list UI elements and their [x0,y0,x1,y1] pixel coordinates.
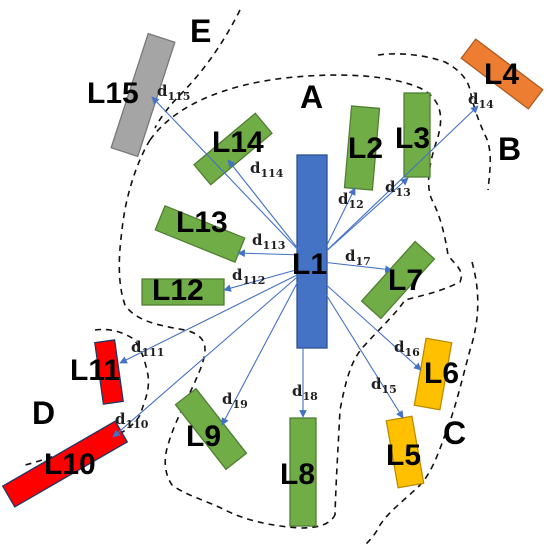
link-label-L5: L5 [386,439,421,472]
link-L4-shape [460,38,544,110]
distance-label-d115: d115 [157,82,190,103]
link-label-L6: L6 [424,357,459,390]
link-label-L9: L9 [186,420,221,453]
connector-d113 [237,249,304,258]
connector-d112 [223,267,304,292]
distance-label-d111: d111 [131,338,164,359]
link-label-L1: L1 [292,248,327,281]
link-L9-shape [174,387,248,471]
distance-label-d13: d13 [385,178,411,199]
connector-d13 [321,177,409,256]
link-label-L7: L7 [388,264,423,297]
region-label-A: A [300,79,323,115]
distance-label-d14: d14 [468,90,494,111]
distance-label-d114: d114 [250,159,284,180]
connector-d14 [321,105,479,256]
connector-d114 [227,159,304,256]
region-label-D: D [32,395,55,431]
connector-d15 [311,271,404,419]
link-label-L4: L4 [484,58,519,91]
distance-label-d16: d16 [394,338,420,359]
boundary-region-A-left [118,139,336,529]
connector-d115 [151,96,304,256]
link-label-L3: L3 [395,122,430,155]
distance-label-d110: d110 [115,410,149,431]
link-labels: L1 L2 L3 L4 L5 L6 L7 L8 L9 L10 L11 L12 L… [44,58,519,491]
region-label-C: C [443,415,466,451]
link-L12-shape [141,278,225,306]
region-labels: A B C D E [32,13,521,451]
connector-d111 [119,271,304,364]
connector-d17 [321,261,393,274]
link-label-L13: L13 [176,206,228,239]
link-L11-shape [94,339,124,405]
distance-label-d12: d12 [338,190,364,211]
link-label-L12: L12 [152,274,204,307]
connector-d19 [221,271,304,426]
distance-label-d112: d112 [232,266,265,287]
distance-connectors [112,96,479,438]
connector-d12 [321,187,356,256]
link-label-L11: L11 [70,354,120,387]
distance-labels: d12 d13 d14 d17 d16 d15 d18 d19 d110 d11… [115,82,494,431]
distance-label-d15: d15 [371,375,397,396]
boundary-region-A-outer [149,74,463,516]
link-L8-shape [289,417,317,527]
region-label-E: E [190,13,211,49]
region-label-B: B [498,131,521,167]
connector-d110 [112,271,304,438]
boundary-region-B [377,53,492,191]
distance-label-d17: d17 [345,247,371,268]
link-label-L10: L10 [44,448,96,481]
distance-label-d18: d18 [292,382,318,403]
link-L6-shape [413,337,453,411]
link-L10-shape [1,420,129,508]
link-label-L14: L14 [212,126,264,159]
link-L3-shape [403,92,431,178]
link-shapes [1,32,544,527]
boundary-region-E [154,9,241,129]
link-label-L8: L8 [280,458,315,491]
link-label-L2: L2 [348,132,383,165]
distance-label-d19: d19 [222,390,248,411]
boundary-region-C [364,261,479,545]
distance-label-d113: d113 [252,231,285,252]
link-L14-shape [193,112,273,186]
link-L2-shape [343,105,381,191]
link-label-L15: L15 [87,77,139,110]
link-L1-shape [296,154,328,349]
connector-d16 [311,271,422,371]
